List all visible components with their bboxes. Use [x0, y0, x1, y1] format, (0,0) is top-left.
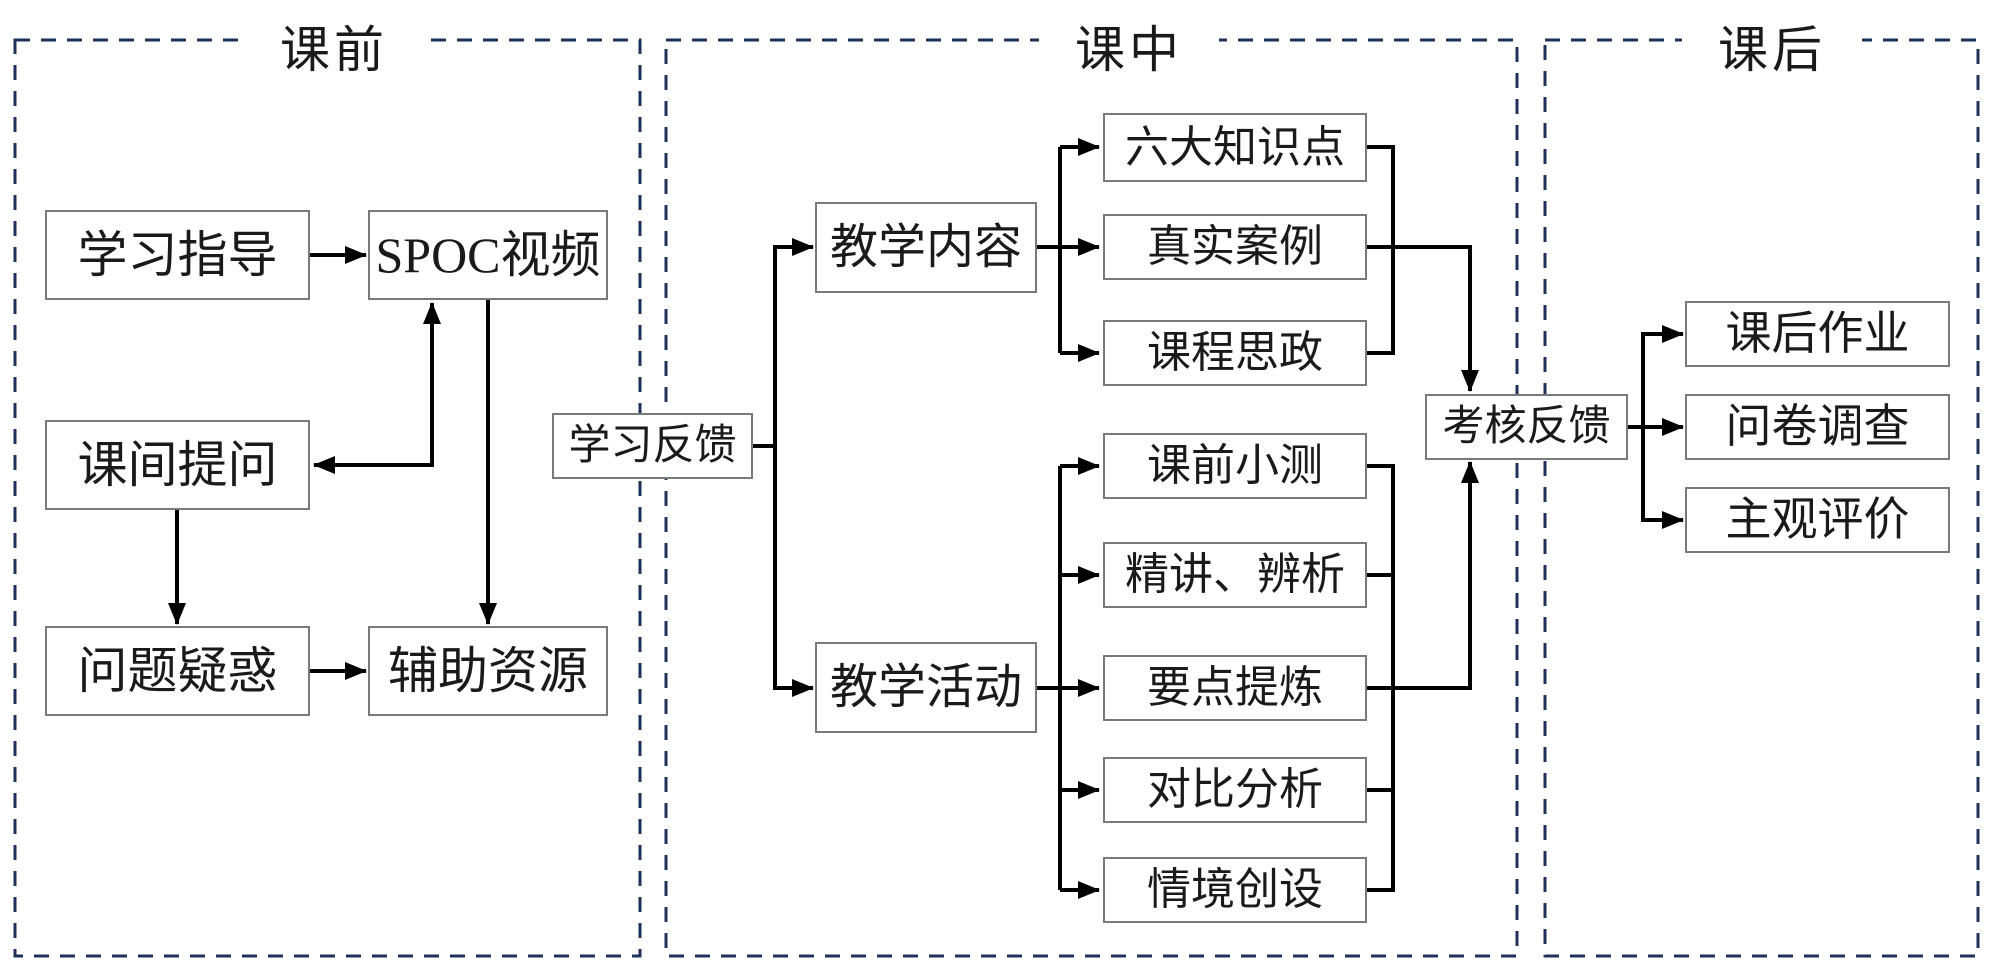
- node-spoc-video: SPOC视频: [368, 210, 608, 300]
- node-learning-feedback: 学习反馈: [552, 413, 753, 479]
- arrow-feedback-to-content: [773, 238, 814, 446]
- pre-class-connectors: [168, 246, 497, 680]
- node-questionnaire-survey: 问卷调查: [1685, 394, 1950, 460]
- arrow-to-homework: [1641, 325, 1684, 427]
- node-subjective-evaluation: 主观评价: [1685, 487, 1950, 553]
- arrow-activities-to-assessment: [1367, 461, 1479, 690]
- assessment-merge-connectors: [1367, 145, 1479, 892]
- node-class-questions: 课间提问: [45, 420, 310, 510]
- feedback-branch-connectors: [753, 238, 814, 697]
- node-pre-class-quiz: 课前小测: [1103, 433, 1367, 499]
- content-right-bracket: [1367, 145, 1395, 355]
- node-comparative-analysis: 对比分析: [1103, 757, 1367, 823]
- node-auxiliary-resources: 辅助资源: [368, 626, 608, 716]
- node-key-point-refining: 要点提炼: [1103, 655, 1367, 721]
- activities-right-bracket: [1367, 464, 1395, 892]
- activities-fanout-connectors: [1037, 457, 1100, 899]
- section-title-pre: 课前: [244, 25, 424, 75]
- node-explain-discriminate: 精讲、辨析: [1103, 542, 1367, 608]
- node-assessment-feedback: 考核反馈: [1425, 394, 1628, 460]
- node-scenario-creation: 情境创设: [1103, 857, 1367, 923]
- during-section-border: [664, 38, 1519, 958]
- node-problem-doubts: 问题疑惑: [45, 626, 310, 716]
- arrow-spoc-questions-two-way: [313, 302, 441, 474]
- node-six-knowledge-points: 六大知识点: [1103, 113, 1367, 182]
- node-study-guidance: 学习指导: [45, 210, 310, 300]
- content-fanout-connectors: [1037, 138, 1100, 362]
- arrow-to-subjective: [1641, 427, 1684, 529]
- node-teaching-content: 教学内容: [815, 202, 1037, 293]
- node-after-class-homework: 课后作业: [1685, 301, 1950, 367]
- arrow-feedback-to-activities: [773, 446, 814, 697]
- node-teaching-activities: 教学活动: [815, 642, 1037, 733]
- node-course-ideology: 课程思政: [1103, 320, 1367, 386]
- section-title-during: 课中: [1039, 25, 1219, 75]
- node-real-cases: 真实案例: [1103, 214, 1367, 280]
- arrow-content-to-assessment: [1367, 245, 1479, 392]
- post-class-connectors: [1628, 325, 1684, 529]
- section-title-post: 课后: [1682, 25, 1862, 75]
